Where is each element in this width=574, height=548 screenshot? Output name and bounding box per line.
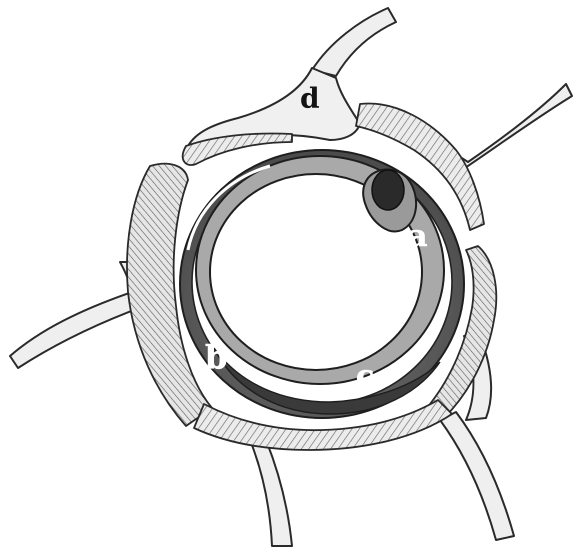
label-d: d	[300, 82, 320, 115]
process-right-upper	[446, 84, 572, 174]
process-bottom-left	[250, 440, 292, 546]
label-c: c	[356, 359, 374, 394]
process-bottom-right	[440, 412, 514, 540]
process-top-right	[312, 8, 396, 76]
label-b: b	[205, 338, 227, 376]
label-a: a	[408, 219, 427, 254]
